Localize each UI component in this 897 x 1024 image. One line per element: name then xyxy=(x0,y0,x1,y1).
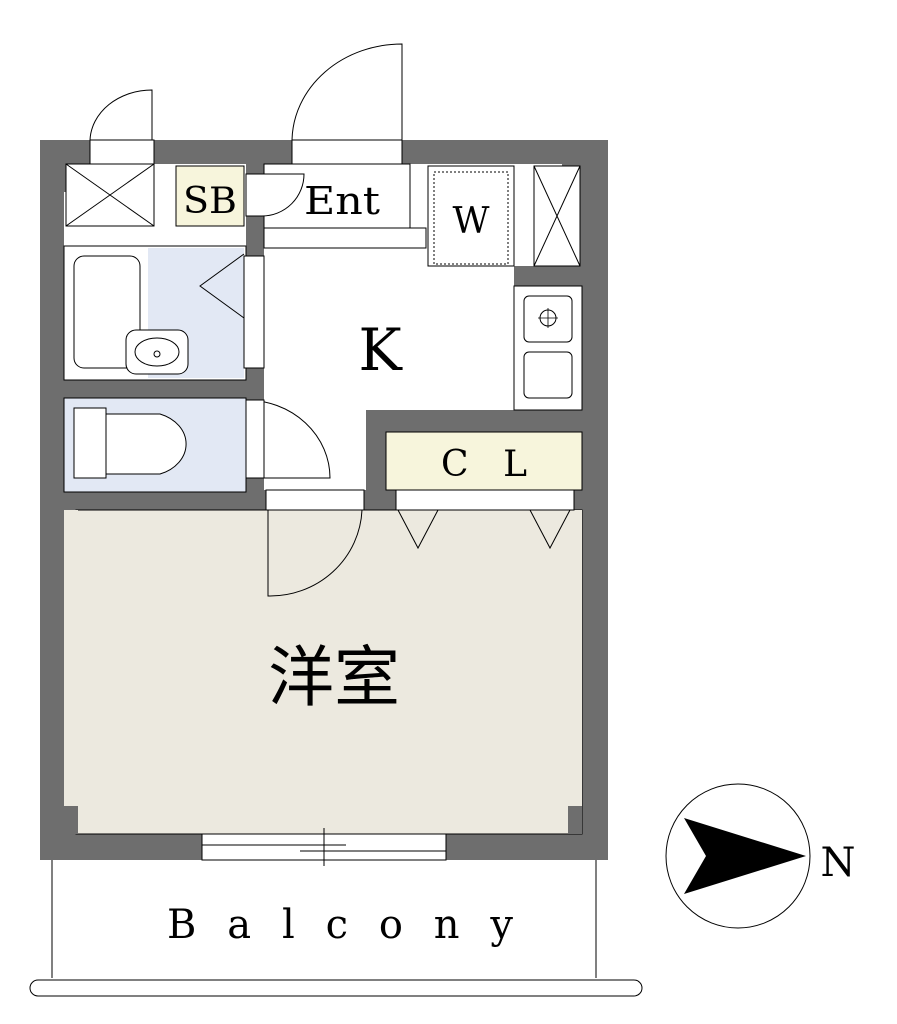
western-room-floor-edge-r xyxy=(568,510,582,806)
shoe-box xyxy=(175,165,245,227)
toilet-door-swing xyxy=(245,399,331,479)
room-door-swing xyxy=(267,509,363,597)
kitchen-floor xyxy=(264,246,514,410)
storage-door-swing xyxy=(89,89,153,141)
storage-door-jamb xyxy=(89,139,155,165)
closet-door-fold-1 xyxy=(397,509,439,550)
meter-box-cross-2 xyxy=(65,163,155,227)
balcony-label: B a l c o n y xyxy=(167,902,513,948)
sink xyxy=(523,351,573,399)
bath-door-swing xyxy=(199,253,245,319)
entrance-step xyxy=(263,227,427,249)
drain-icon xyxy=(153,350,161,358)
western-room-label: 洋室 xyxy=(268,639,400,716)
north-arrow-icon xyxy=(684,818,806,894)
pillar-room-bl xyxy=(64,806,78,834)
closet-label: C L xyxy=(441,444,527,485)
toilet-door-leaf xyxy=(245,399,265,479)
toilet-bowl-icon xyxy=(105,413,187,475)
pillar-room-br xyxy=(568,806,582,834)
western-room-floor-edge xyxy=(64,510,78,806)
entrance-label: Ent xyxy=(304,179,380,223)
balcony-handrail xyxy=(29,979,643,997)
washer-pan xyxy=(433,171,509,265)
partition-closet-wall xyxy=(366,410,386,510)
washer-label: W xyxy=(452,201,489,242)
partition-bath-toilet xyxy=(64,380,264,398)
bath-door-jamb xyxy=(243,255,265,369)
shoe-box-label: SB xyxy=(183,181,237,222)
front-door-swing xyxy=(291,43,403,141)
kitchen-label: K xyxy=(358,316,403,384)
shoe-box-door-swing xyxy=(245,173,305,217)
partition-kitchen-closet xyxy=(366,410,582,432)
toilet-tank xyxy=(73,407,107,479)
pipe-space-cross-2 xyxy=(533,165,581,267)
closet xyxy=(385,431,583,491)
compass-north-label: N xyxy=(821,840,856,886)
front-door-jamb xyxy=(291,139,403,165)
washbasin xyxy=(125,329,189,375)
washbasin-bowl-icon xyxy=(134,337,180,367)
western-room-floor xyxy=(75,509,583,835)
washer-space xyxy=(427,165,515,267)
closet-door-rail xyxy=(395,489,575,511)
compass: N xyxy=(665,783,856,929)
room-door-jamb xyxy=(265,489,365,511)
bathtub xyxy=(73,255,141,369)
closet-door-fold-2 xyxy=(529,509,571,550)
